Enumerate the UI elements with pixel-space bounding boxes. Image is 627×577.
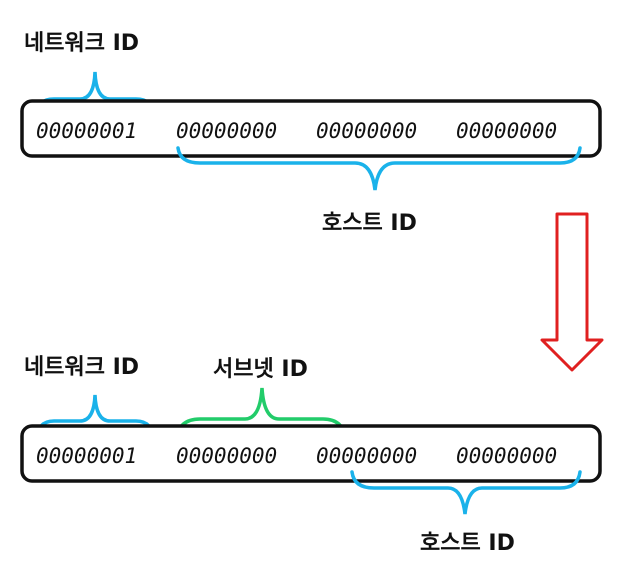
bottom-subnet-label: 서브넷 ID xyxy=(213,357,308,382)
top-host-label: 호스트 ID xyxy=(322,211,417,236)
top-octet-3: 00000000 xyxy=(316,119,417,143)
bottom-host-label: 호스트 ID xyxy=(420,531,515,556)
top-octet-2: 00000000 xyxy=(176,119,277,143)
bottom-address-box xyxy=(20,424,602,483)
bottom-octet-3: 00000000 xyxy=(316,444,417,468)
bottom-octet-4: 00000000 xyxy=(456,444,557,468)
bottom-subnet-brace xyxy=(174,387,348,443)
bottom-octet-1: 00000001 xyxy=(36,444,137,468)
bottom-network-label: 네트워크 ID xyxy=(24,355,139,380)
top-network-label: 네트워크 ID xyxy=(24,31,139,56)
down-arrow-icon xyxy=(540,212,604,372)
top-host-brace xyxy=(176,146,582,191)
bottom-octet-2: 00000000 xyxy=(176,444,277,468)
top-octet-1: 00000001 xyxy=(36,119,137,143)
bottom-network-brace xyxy=(35,394,155,443)
top-octet-4: 00000000 xyxy=(456,119,557,143)
bottom-host-brace xyxy=(350,470,582,515)
top-address-box xyxy=(20,99,602,158)
